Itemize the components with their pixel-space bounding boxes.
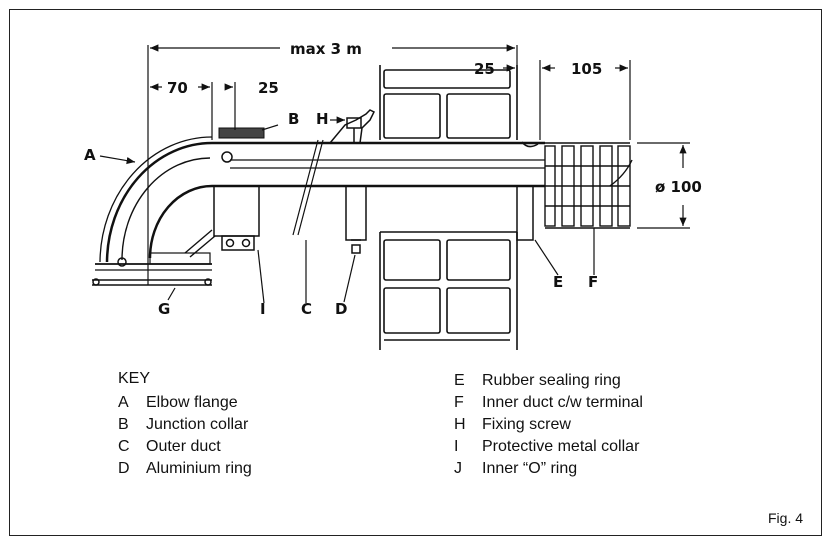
- callout-d: D: [335, 300, 347, 318]
- fixing-screw: [329, 109, 376, 144]
- dim-terminal-projection: 105: [571, 60, 602, 78]
- flange-plate: [92, 278, 212, 286]
- callout-e: E: [553, 273, 563, 291]
- callout-h: H: [316, 110, 329, 128]
- key-title: KEY: [118, 370, 151, 387]
- callout-i: I: [260, 300, 266, 318]
- callout-c: C: [301, 300, 312, 318]
- callout-leaders: [99, 116, 595, 304]
- dim-diameter: ø 100: [655, 178, 702, 196]
- aluminium-ring: [345, 185, 367, 254]
- rubber-sealing-ring: [516, 141, 539, 241]
- outer-duct: [212, 139, 545, 236]
- protective-collar: [213, 185, 260, 251]
- dim-max-length: max 3 m: [290, 40, 362, 58]
- terminal: [544, 142, 633, 229]
- figure-frame: [9, 9, 822, 536]
- wall: [379, 65, 518, 350]
- callout-b: B: [288, 110, 299, 128]
- dimension-lines: [147, 44, 690, 285]
- callout-g: G: [158, 300, 170, 318]
- dim-collar-width: 25: [258, 79, 279, 97]
- elbow: [95, 136, 233, 271]
- dim-elbow-offset: 70: [167, 79, 188, 97]
- dim-wall-gap: 25: [474, 60, 495, 78]
- callout-f: F: [588, 273, 598, 291]
- callout-a: A: [84, 146, 96, 164]
- figure-label: Fig. 4: [768, 510, 804, 526]
- junction-collar: [218, 127, 265, 139]
